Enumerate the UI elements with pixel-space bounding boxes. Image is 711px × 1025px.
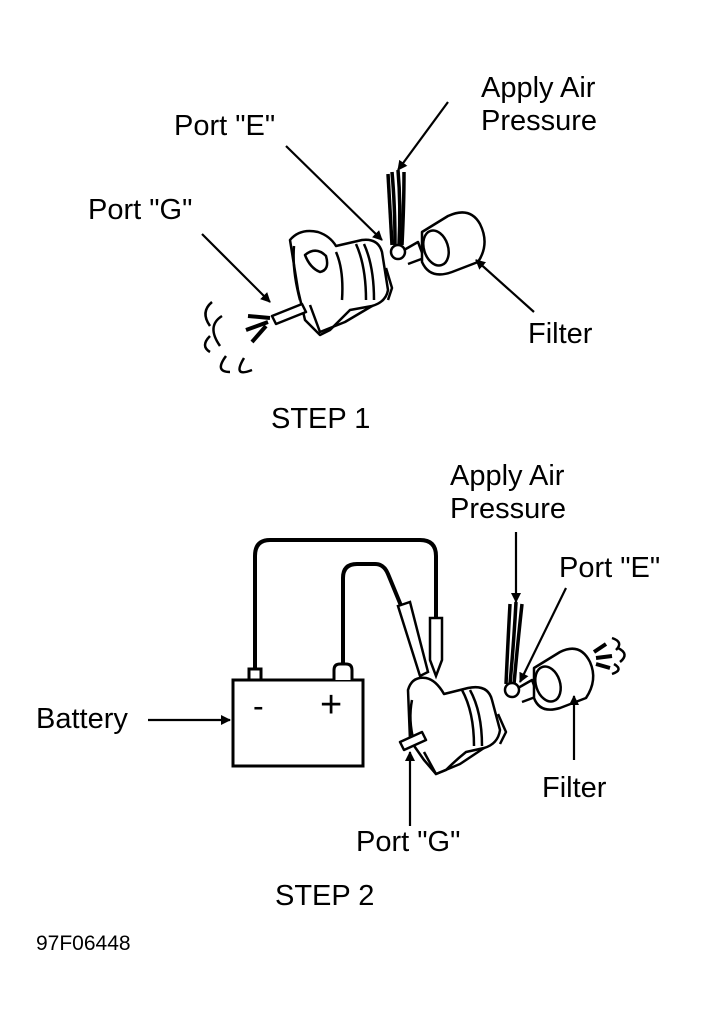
step2-title: STEP 2 bbox=[275, 880, 375, 912]
step2-port-e-arrow bbox=[519, 587, 567, 683]
step2-apply-air-line2: Pressure bbox=[450, 493, 567, 525]
step2-port-e-label: Port "E" bbox=[559, 552, 661, 584]
step1-port-g-label: Port "G" bbox=[88, 194, 193, 226]
step1-air-hose bbox=[386, 169, 406, 246]
step2-valve bbox=[398, 647, 595, 776]
step2-apply-air-line1: Apply Air bbox=[450, 460, 565, 492]
battery-positive-terminal: + bbox=[320, 684, 343, 726]
step1-apply-air-line1: Apply Air bbox=[481, 72, 596, 104]
step2-filter-label: Filter bbox=[542, 772, 607, 804]
step1-title: STEP 1 bbox=[271, 403, 371, 435]
battery-negative-terminal: - bbox=[253, 688, 264, 724]
step2-wires bbox=[253, 538, 438, 669]
battery-label: Battery bbox=[36, 703, 128, 735]
step2-air-burst bbox=[592, 636, 626, 676]
step2-port-g-label: Port "G" bbox=[356, 826, 461, 858]
step1-port-e-label: Port "E" bbox=[174, 110, 276, 142]
step1-apply-air-arrow bbox=[397, 101, 449, 171]
step1-apply-air-line2: Pressure bbox=[481, 105, 598, 137]
step2-probes bbox=[396, 600, 444, 680]
step2-air-hose bbox=[504, 601, 524, 685]
step1-filter-arrow bbox=[475, 259, 535, 313]
figure-id: 97F06448 bbox=[36, 932, 131, 955]
step1-air-burst bbox=[203, 301, 271, 374]
step1-apply-air-label: Apply Air Pressure bbox=[481, 72, 597, 138]
step1-filter-label: Filter bbox=[528, 318, 593, 350]
step1-valve bbox=[270, 211, 486, 337]
step1-port-g-arrow bbox=[201, 233, 271, 303]
step1-port-e-arrow bbox=[285, 145, 383, 241]
battery bbox=[231, 662, 365, 768]
step2-apply-air-label: Apply Air Pressure bbox=[450, 460, 566, 526]
